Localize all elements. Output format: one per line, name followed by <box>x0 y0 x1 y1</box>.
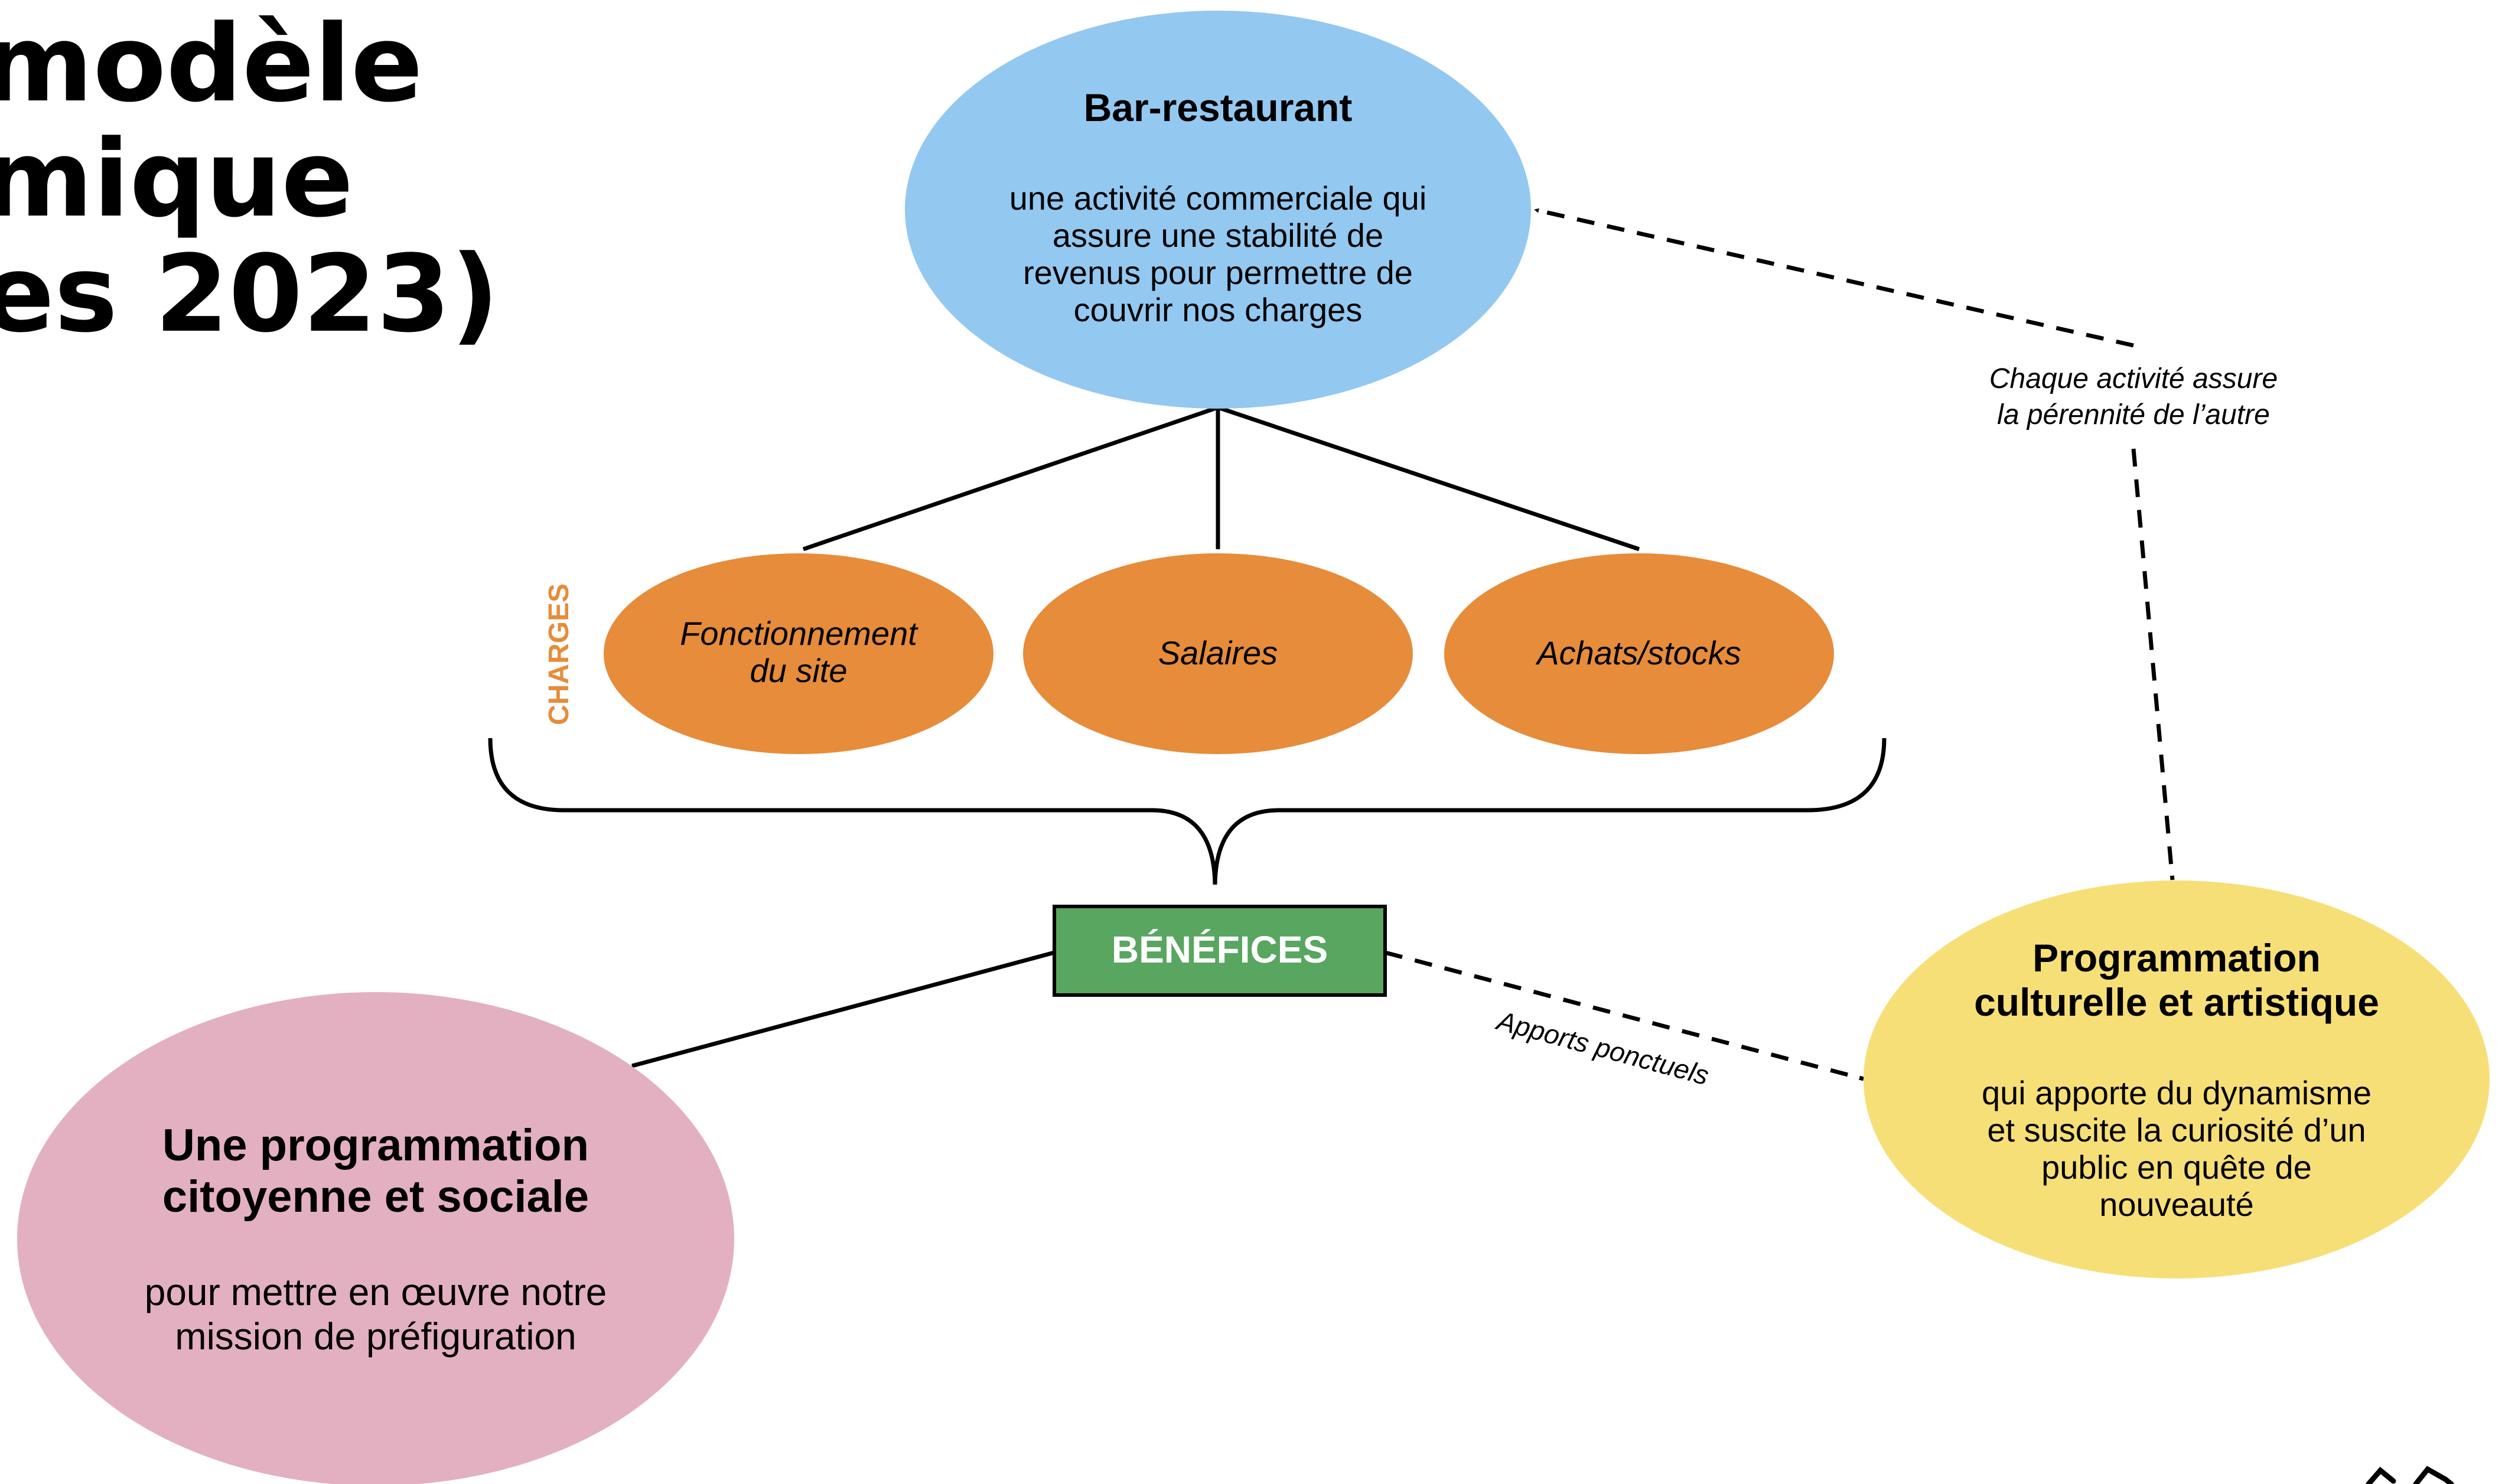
charges-brace <box>488 738 1887 885</box>
dashed-arrow-to-bar-restaurant <box>1534 207 2134 348</box>
programmation-citoyenne-desc-line-1: pour mettre en œuvre notre <box>145 1271 607 1313</box>
connector-group-charges <box>802 405 1640 552</box>
dashed-arrow-to-culturelle <box>2131 448 2175 880</box>
benefices-label: BÉNÉFICES <box>1112 928 1328 971</box>
bar-restaurant-title: Bar-restaurant <box>1084 86 1353 129</box>
arrow-bar-to-achats <box>1217 405 1640 552</box>
charge-achats-ellipse <box>1444 553 1834 754</box>
charge-fonctionnement-ellipse <box>604 553 993 754</box>
programmation-citoyenne-ellipse <box>17 992 734 1484</box>
node-charge-fonctionnement: Fonctionnement du site <box>604 553 993 754</box>
programmation-culturelle-desc-line-4: nouveauté <box>2099 1186 2254 1223</box>
charge-salaires-label: Salaires <box>1158 634 1278 671</box>
page-title-line-3: es 2023) <box>0 233 499 356</box>
annotation-perennite: Chaque activité assure la pérennité de l… <box>1989 363 2278 430</box>
charges-label: CHARGES <box>543 583 575 725</box>
programmation-citoyenne-desc-line-2: mission de préfiguration <box>175 1315 576 1358</box>
annotation-apports: Apports ponctuels <box>1493 1004 1712 1091</box>
programmation-culturelle-title-line-2: culturelle et artistique <box>1974 980 2379 1024</box>
programmation-citoyenne-title-line-1: Une programmation <box>162 1120 589 1170</box>
node-bar-restaurant: Bar-restaurant une activité commerciale … <box>905 11 1531 409</box>
node-charge-achats: Achats/stocks <box>1444 553 1834 754</box>
benefices-box <box>1053 905 1387 997</box>
node-programmation-citoyenne: Une programmation citoyenne et sociale p… <box>17 992 734 1484</box>
bar-restaurant-desc-line-1: une activité commerciale qui <box>1009 180 1427 217</box>
programmation-culturelle-ellipse <box>1864 880 2490 1278</box>
bar-restaurant-desc-line-2: assure une stabilité de <box>1053 217 1383 254</box>
page-title-line-2: mique <box>0 118 353 241</box>
arrow-benefices-to-citoyenne <box>631 950 1055 1068</box>
charge-achats-label: Achats/stocks <box>1535 634 1741 671</box>
bar-restaurant-ellipse <box>905 11 1531 409</box>
arrow-bar-to-fonctionnement <box>802 405 1219 552</box>
page-title: modèle mique es 2023) <box>0 2 499 356</box>
programmation-culturelle-desc-line-2: et suscite la curiosité d’un <box>1987 1111 2366 1149</box>
node-benefices: BÉNÉFICES <box>1053 905 1387 997</box>
node-programmation-culturelle: Programmation culturelle et artistique q… <box>1864 880 2490 1278</box>
programmation-citoyenne-title-line-2: citoyenne et sociale <box>162 1172 589 1222</box>
programmation-culturelle-desc-line-3: public en quête de <box>2041 1149 2312 1186</box>
annotation-perennite-line-1: Chaque activité assure <box>1989 363 2278 394</box>
node-charge-salaires: Salaires <box>1023 553 1413 754</box>
bar-restaurant-desc-line-3: revenus pour permettre de <box>1023 254 1413 291</box>
bar-restaurant-desc-line-4: couvrir nos charges <box>1074 291 1363 328</box>
annotation-perennite-line-2: la pérennité de l’autre <box>1997 399 2270 430</box>
dashed-arrow-benefices-to-culturelle <box>1385 950 1864 1081</box>
charge-salaires-ellipse <box>1023 553 1413 754</box>
page-title-line-1: modèle <box>0 2 423 126</box>
charge-fonctionnement-line-1: Fonctionnement <box>680 615 918 652</box>
partial-logo-mark <box>2366 1466 2454 1484</box>
programmation-culturelle-title-line-1: Programmation <box>2032 936 2321 980</box>
programmation-culturelle-desc-line-1: qui apporte du dynamisme <box>1982 1074 2372 1111</box>
charge-fonctionnement-line-2: du site <box>750 652 848 689</box>
